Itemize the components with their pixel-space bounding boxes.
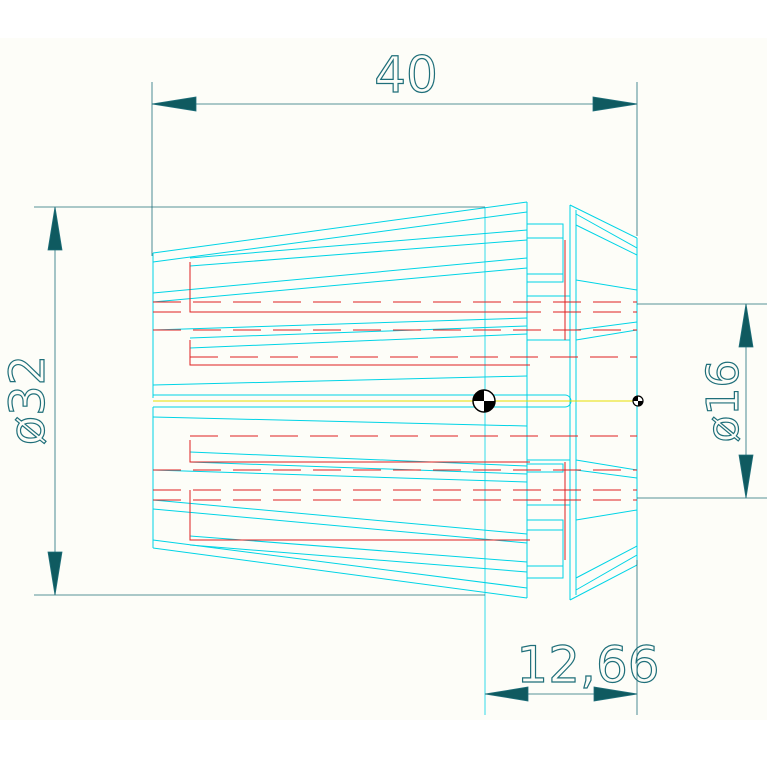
- dimension-bore-diameter: [637, 303, 767, 499]
- dimension-overall-length: [151, 82, 638, 256]
- arrowhead-right-icon: [593, 686, 638, 702]
- origin-marker-icon: [632, 395, 644, 407]
- dimension-label-40: 40: [374, 46, 438, 104]
- arrowhead-up-icon: [47, 206, 63, 251]
- dimension-label-12-66: 12,66: [516, 636, 659, 694]
- hidden-lines: [153, 240, 637, 560]
- arrowhead-down-icon: [738, 454, 754, 499]
- dimension-front-length: [484, 560, 638, 715]
- dimension-label-dia16: ø16: [698, 360, 749, 443]
- dimension-outer-diameter: [34, 206, 485, 596]
- arrowhead-up-icon: [738, 303, 754, 348]
- centroid-marker-icon: [472, 389, 496, 413]
- arrowhead-left-icon: [484, 686, 529, 702]
- arrowhead-left-icon: [151, 96, 197, 112]
- arrowhead-down-icon: [47, 551, 63, 596]
- collet-outline: [152, 201, 638, 715]
- dimension-label-dia32: ø32: [0, 355, 56, 445]
- arrowhead-right-icon: [592, 96, 638, 112]
